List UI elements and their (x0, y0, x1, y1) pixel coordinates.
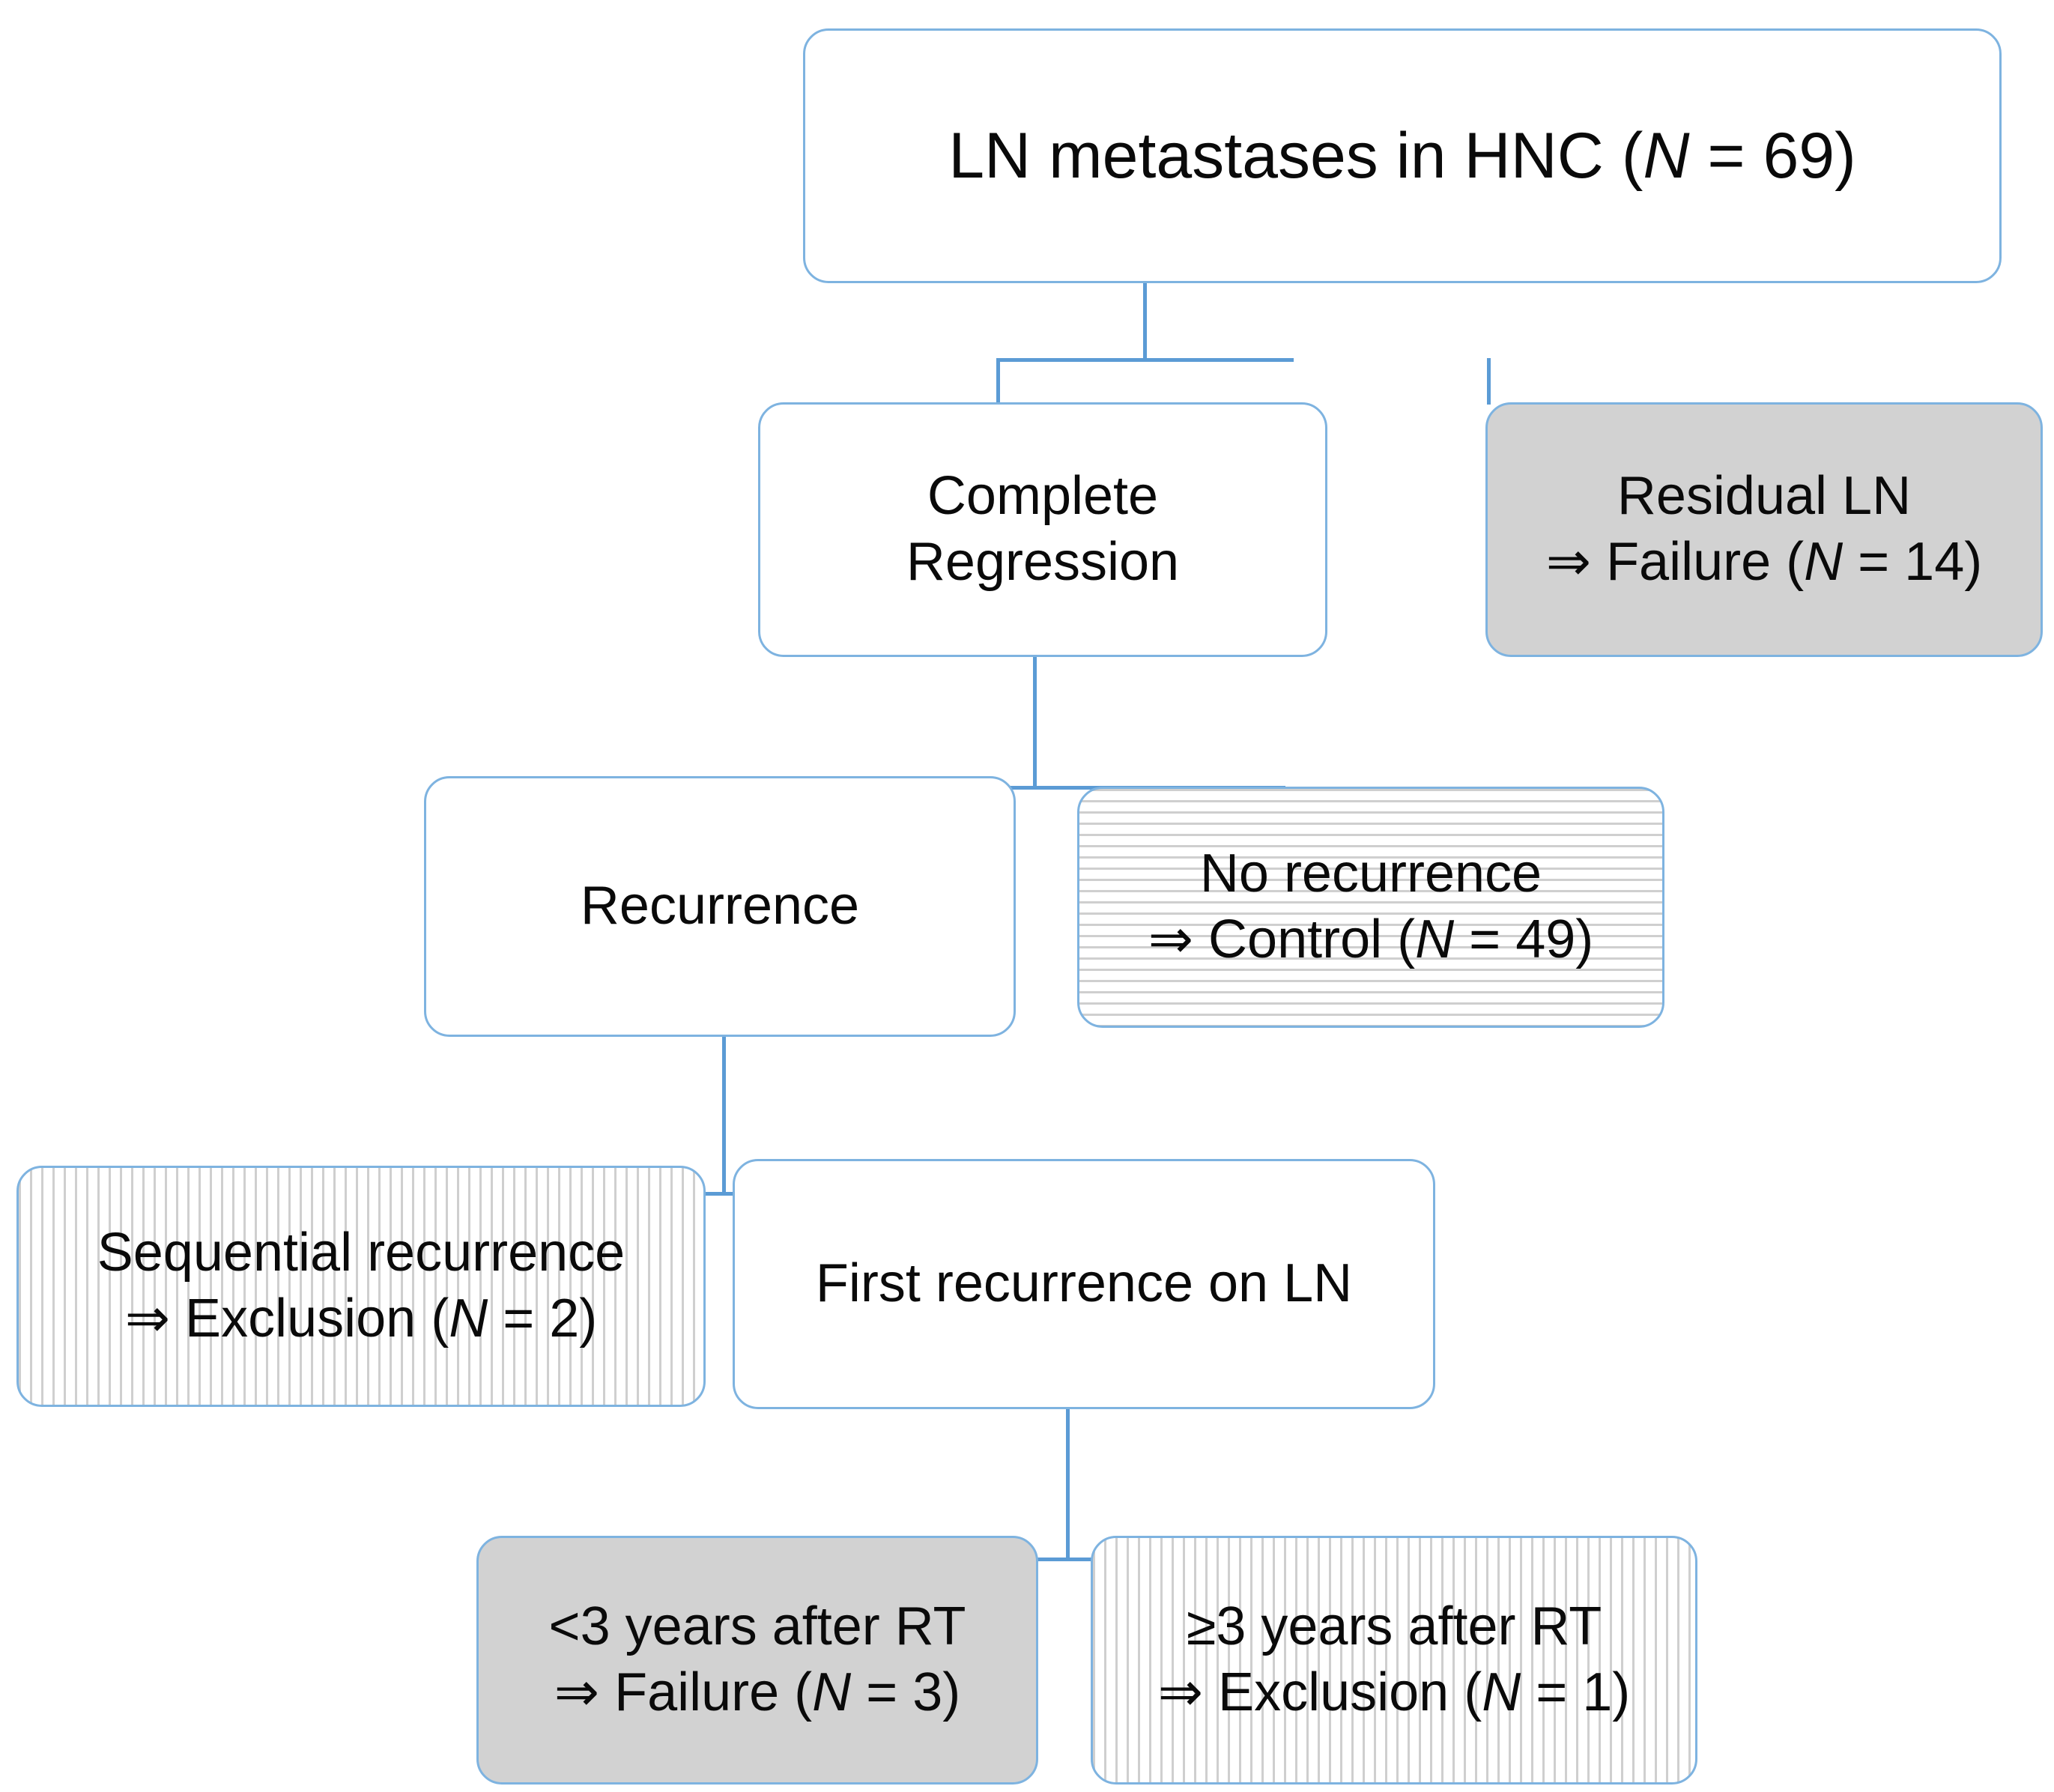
node-line: Residual LN (1617, 466, 1912, 527)
node-less-than-3-years-after-rt-failure[interactable]: <3 years after RT ⇒ Failure (N = 3) (476, 1536, 1038, 1785)
node-sequential-recurrence-exclusion[interactable]: Sequential recurrence ⇒ Exclusion (N = 2… (16, 1166, 706, 1407)
node-line: ⇒ Exclusion (N = 1) (1157, 1662, 1631, 1722)
edge-frln-bar (820, 1558, 1318, 1561)
node-residual-ln-failure[interactable]: Residual LN ⇒ Failure (N = 14) (1485, 402, 2043, 657)
node-ln-metastases[interactable]: LN metastases in HNC (N = 69) (803, 28, 2002, 283)
node-line: ≥3 years after RT (1186, 1596, 1602, 1657)
edge-rec-trunk (722, 1035, 726, 1194)
node-line: First recurrence on LN (815, 1253, 1353, 1314)
node-line: No recurrence (1199, 844, 1542, 904)
node-recurrence[interactable]: Recurrence (424, 776, 1016, 1037)
node-line: LN metastases in HNC (N = 69) (948, 119, 1856, 192)
edge-cr-bar (788, 786, 1285, 790)
edge-cr-trunk (1033, 656, 1037, 788)
node-line: ⇒ Control (N = 49) (1148, 909, 1594, 969)
node-line: ⇒ Exclusion (N = 2) (124, 1289, 598, 1348)
node-complete-regression[interactable]: Complete Regression (758, 402, 1327, 657)
edge-frln-trunk (1066, 1408, 1070, 1560)
edge-root-to-complete-regression (996, 358, 1000, 405)
node-line: Regression (906, 532, 1180, 592)
node-line: Complete (927, 466, 1159, 527)
edge-root-to-residual-ln (1487, 358, 1491, 405)
node-no-recurrence-control[interactable]: No recurrence ⇒ Control (N = 49) (1077, 787, 1664, 1028)
node-line: ⇒ Failure (N = 3) (554, 1662, 961, 1722)
edge-root-trunk (1143, 281, 1147, 362)
edge-rec-bar (474, 1192, 975, 1196)
node-first-recurrence-on-ln[interactable]: First recurrence on LN (733, 1159, 1435, 1409)
node-line: Sequential recurrence (97, 1223, 625, 1283)
node-line: Recurrence (580, 876, 860, 936)
node-3-or-more-years-after-rt-exclusion[interactable]: ≥3 years after RT ⇒ Exclusion (N = 1) (1091, 1536, 1697, 1785)
edge-root-bar (996, 358, 1294, 362)
node-line: ⇒ Failure (N = 14) (1545, 532, 1983, 592)
node-line: <3 years after RT (548, 1596, 966, 1657)
